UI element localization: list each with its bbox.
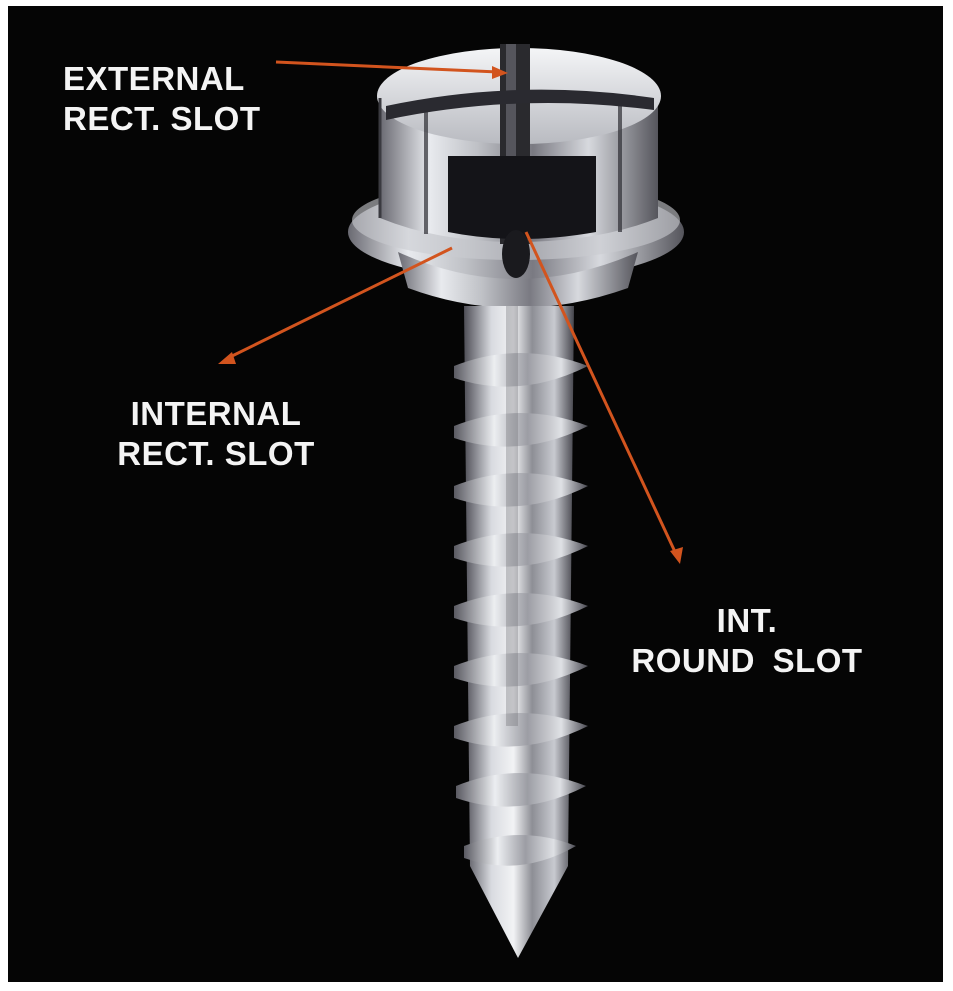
arrow-external-rect-slot (275, 60, 508, 79)
screw-threads (454, 353, 588, 866)
label-external-rect-slot: EXTERNAL RECT. SLOT (63, 59, 261, 139)
arrow-internal-rect-slot (218, 246, 453, 364)
label-internal-rect-slot: INTERNAL RECT. SLOT (96, 394, 336, 474)
screw-illustration (218, 44, 684, 958)
label-int-round-slot: INT. ROUND SLOT (611, 601, 883, 681)
arrow-int-round-slot (524, 231, 683, 564)
label-line: EXTERNAL (63, 60, 245, 97)
label-line: RECT. SLOT (117, 435, 315, 472)
internal-slot-marks (502, 230, 530, 726)
label-line: INTERNAL (130, 395, 302, 432)
label-line: ROUND SLOT (631, 642, 863, 679)
hex-head (377, 44, 661, 244)
label-line: RECT. SLOT (63, 100, 261, 137)
callout-arrows (218, 60, 683, 564)
screw-photo: EXTERNAL RECT. SLOT INTERNAL RECT. SLOT … (8, 6, 943, 982)
label-line: INT. (716, 602, 778, 639)
